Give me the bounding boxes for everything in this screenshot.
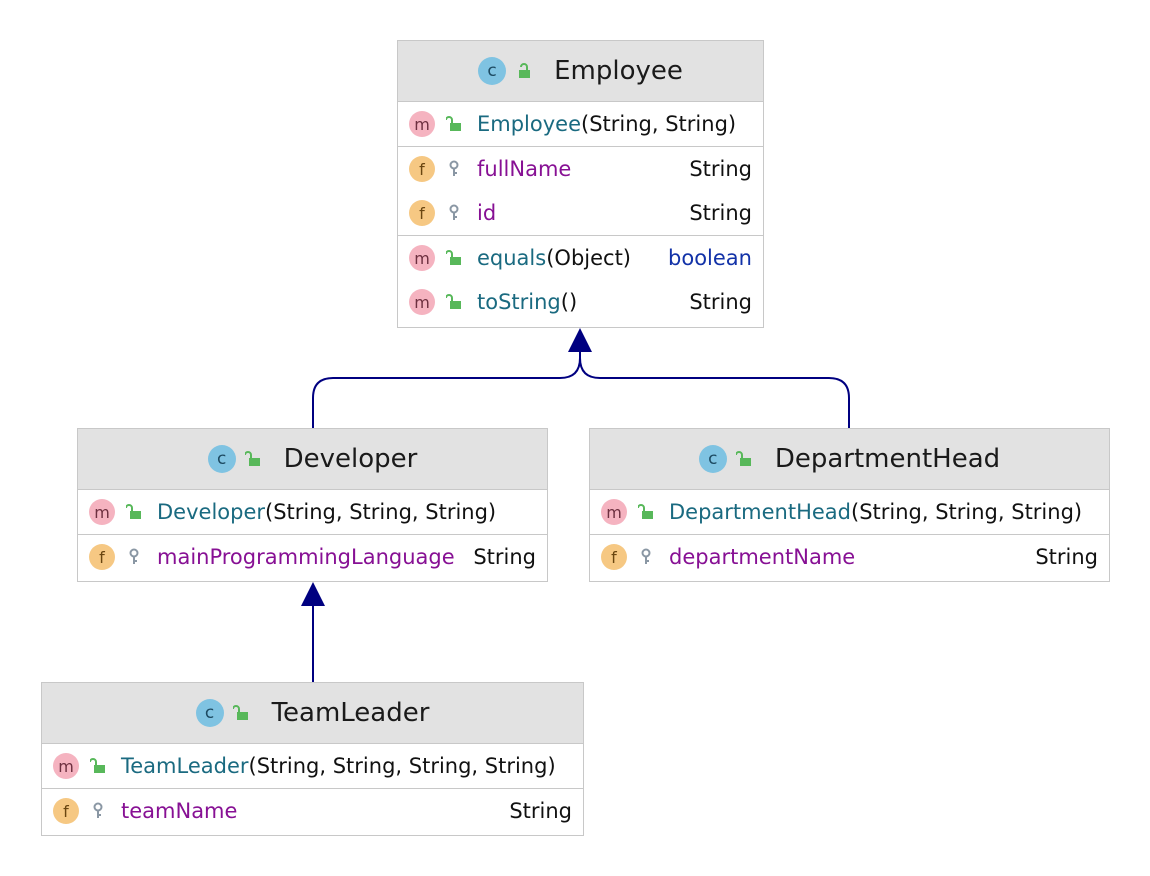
- class-header: c TeamLeader: [42, 683, 583, 744]
- member-row[interactable]: f fullName String: [398, 147, 763, 191]
- class-header: c Developer: [78, 429, 547, 490]
- unlocked-padlock-icon: [89, 758, 107, 774]
- class-developer[interactable]: c Developer m Developer (String, String,…: [77, 428, 548, 582]
- member-type: String: [689, 157, 752, 181]
- constructors-section: m TeamLeader (String, String, String, St…: [42, 744, 583, 789]
- member-row[interactable]: m DepartmentHead (String, String, String…: [590, 490, 1109, 534]
- class-icon: c: [195, 699, 224, 727]
- key-icon: [445, 160, 463, 178]
- class-employee[interactable]: c Employee m Employee (String, String) f…: [397, 40, 764, 328]
- field-icon: f: [89, 544, 115, 570]
- member-name: DepartmentHead: [669, 500, 851, 524]
- unlocked-padlock-icon: [445, 250, 463, 266]
- member-name: teamName: [121, 799, 238, 823]
- member-params: (Object): [546, 246, 631, 270]
- class-icon: c: [698, 445, 727, 473]
- member-row[interactable]: f teamName String: [42, 789, 583, 833]
- method-icon: m: [409, 111, 435, 137]
- field-icon: f: [409, 200, 435, 226]
- member-type: String: [689, 201, 752, 225]
- member-name: toString: [477, 290, 561, 314]
- member-row[interactable]: m TeamLeader (String, String, String, St…: [42, 744, 583, 788]
- member-name: fullName: [477, 157, 572, 181]
- member-type: String: [473, 545, 536, 569]
- key-icon: [89, 802, 107, 820]
- member-type: String: [1035, 545, 1098, 569]
- member-params: (String, String, String): [265, 500, 497, 524]
- fields-section: f mainProgrammingLanguage String: [78, 535, 547, 579]
- unlocked-padlock-icon: [244, 451, 262, 467]
- member-row[interactable]: m toString () String: [398, 280, 763, 324]
- unlocked-padlock-icon: [232, 705, 250, 721]
- edge-developer-to-employee: [312, 352, 581, 428]
- unlocked-padlock-icon: [445, 116, 463, 132]
- class-name: TeamLeader: [271, 698, 430, 728]
- member-row[interactable]: m equals (Object) boolean: [398, 236, 763, 280]
- member-params: (String, String, String): [851, 500, 1083, 524]
- class-header: c Employee: [398, 41, 763, 102]
- unlocked-padlock-icon: [445, 294, 463, 310]
- method-icon: m: [89, 499, 115, 525]
- member-row[interactable]: f departmentName String: [590, 535, 1109, 579]
- class-icon: c: [207, 445, 236, 473]
- member-params: (String, String, String, String): [248, 754, 556, 778]
- method-icon: m: [53, 753, 79, 779]
- unlocked-padlock-icon: [735, 451, 753, 467]
- class-icon: c: [478, 57, 507, 85]
- field-icon: f: [409, 156, 435, 182]
- field-icon: f: [53, 798, 79, 824]
- fields-section: f departmentName String: [590, 535, 1109, 579]
- class-departmenthead[interactable]: c DepartmentHead m DepartmentHead (Strin…: [589, 428, 1110, 582]
- member-name: mainProgrammingLanguage: [157, 545, 455, 569]
- member-row[interactable]: m Developer (String, String, String): [78, 490, 547, 534]
- class-teamleader[interactable]: c TeamLeader m TeamLeader (String, Strin…: [41, 682, 584, 836]
- method-icon: m: [409, 245, 435, 271]
- edge-departmenthead-to-employee: [579, 357, 850, 428]
- constructors-section: m Developer (String, String, String): [78, 490, 547, 535]
- member-row[interactable]: f id String: [398, 191, 763, 235]
- member-name: departmentName: [669, 545, 856, 569]
- member-name: id: [477, 201, 497, 225]
- member-row[interactable]: f mainProgrammingLanguage String: [78, 535, 547, 579]
- key-icon: [445, 204, 463, 222]
- arrowhead-employee: [568, 328, 592, 352]
- unlocked-padlock-icon: [125, 504, 143, 520]
- member-name: equals: [477, 246, 547, 270]
- method-icon: m: [409, 289, 435, 315]
- member-name: Employee: [477, 112, 582, 136]
- constructors-section: m DepartmentHead (String, String, String…: [590, 490, 1109, 535]
- key-icon: [125, 548, 143, 566]
- field-icon: f: [601, 544, 627, 570]
- fields-section: f fullName String f id String: [398, 147, 763, 236]
- unlocked-padlock-icon: [637, 504, 655, 520]
- member-type: String: [509, 799, 572, 823]
- methods-section: m equals (Object) boolean m toString () …: [398, 236, 763, 324]
- method-icon: m: [601, 499, 627, 525]
- member-type: boolean: [668, 246, 752, 270]
- arrowhead-developer: [301, 582, 325, 606]
- member-name: Developer: [157, 500, 266, 524]
- fields-section: f teamName String: [42, 789, 583, 833]
- member-name: TeamLeader: [121, 754, 249, 778]
- key-icon: [637, 548, 655, 566]
- class-name: DepartmentHead: [774, 444, 1001, 474]
- constructors-section: m Employee (String, String): [398, 102, 763, 147]
- member-params: (String, String): [581, 112, 737, 136]
- class-name: Employee: [554, 56, 683, 86]
- class-header: c DepartmentHead: [590, 429, 1109, 490]
- member-type: String: [689, 290, 752, 314]
- member-params: (): [560, 290, 578, 314]
- member-row[interactable]: m Employee (String, String): [398, 102, 763, 146]
- unlocked-padlock-icon: [514, 63, 532, 79]
- class-name: Developer: [283, 444, 418, 474]
